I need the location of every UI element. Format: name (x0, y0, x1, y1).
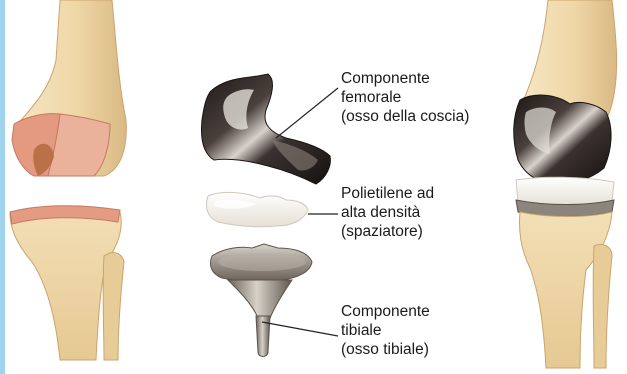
tibial-label-line-1: Componente (341, 302, 430, 321)
tibial-component-label: Componente tibiale (osso tibiale) (341, 302, 430, 359)
tibial-component (210, 244, 312, 357)
tibial-label-line-3: (osso tibiale) (341, 340, 430, 359)
femoral-label-line-2: femorale (341, 88, 469, 107)
polyethylene-spacer-label: Polietilene ad alta densità (spaziatore) (341, 184, 434, 241)
femoral-label-line-3: (osso della coscia) (341, 107, 469, 126)
leader-line-tibial (262, 322, 338, 336)
leader-line-femoral (276, 88, 338, 138)
polyethylene-label-line-1: Polietilene ad (341, 184, 434, 203)
femoral-label-line-1: Componente (341, 69, 469, 88)
prepared-knee-bones (10, 0, 126, 360)
polyethylene-spacer (206, 192, 308, 226)
fibula-right (593, 244, 612, 368)
polyethylene-right (516, 177, 614, 205)
polyethylene-label-line-2: alta densità (341, 203, 434, 222)
polyethylene-label-line-3: (spaziatore) (341, 222, 434, 241)
femoral-implant-right (514, 95, 611, 182)
assembled-knee (514, 0, 617, 368)
femoral-component-label: Componente femorale (osso della coscia) (341, 69, 469, 126)
femoral-component (202, 74, 331, 184)
tibial-label-line-2: tibiale (341, 321, 430, 340)
fibula-left (103, 253, 124, 360)
